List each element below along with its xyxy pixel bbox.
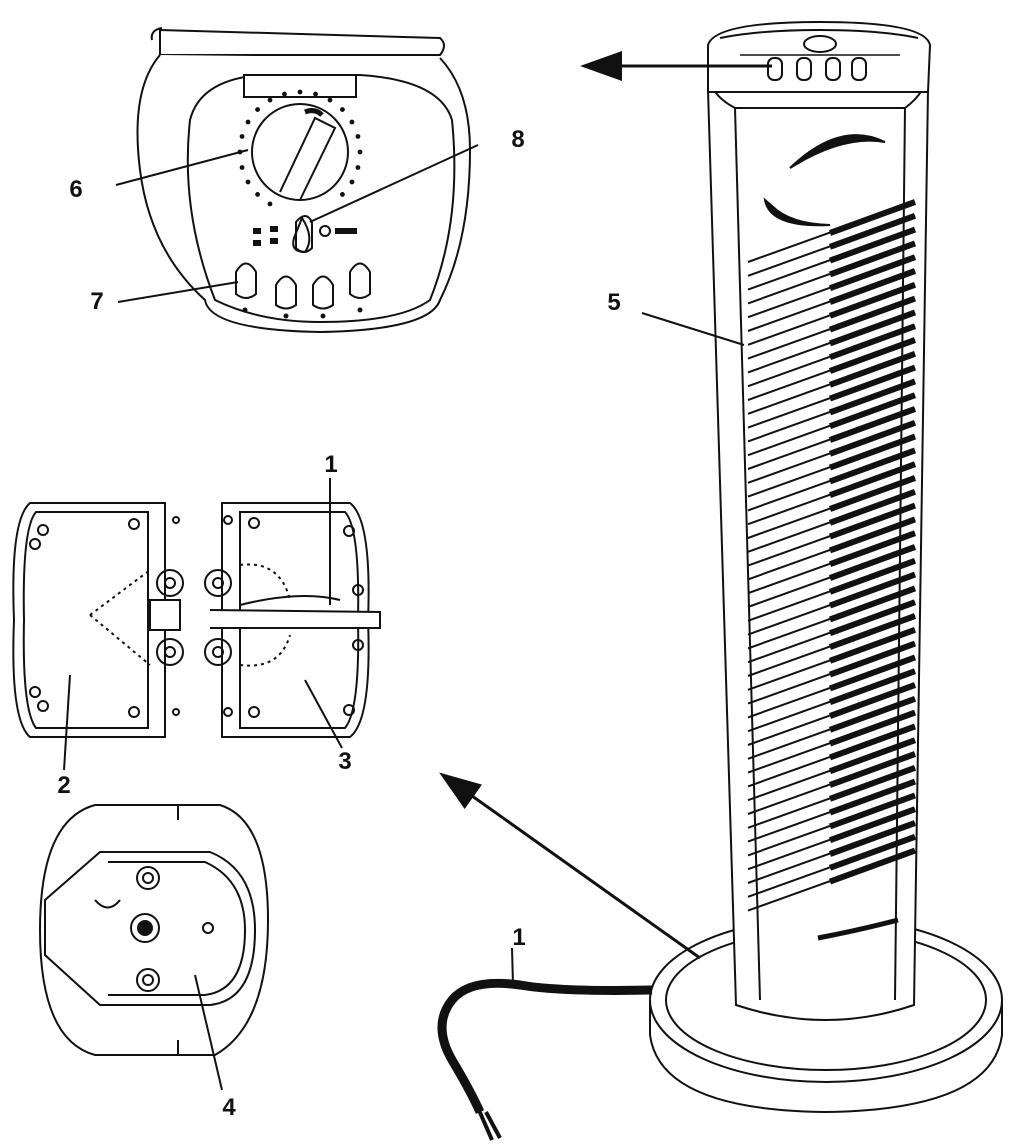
grille-slat-dark xyxy=(828,378,917,416)
grille-slat-dark xyxy=(828,240,917,278)
dial-tick xyxy=(349,179,355,185)
callout-8: 8 xyxy=(511,126,525,153)
dial-tick xyxy=(340,192,345,197)
grille-slat-dark xyxy=(828,447,917,485)
dial-tick xyxy=(239,165,245,170)
dial-tick xyxy=(349,119,355,125)
grille-slat-dark xyxy=(828,199,917,236)
callout-3: 3 xyxy=(338,748,352,775)
dial-tick xyxy=(355,134,361,139)
grille-slat-dark xyxy=(828,544,917,581)
base-right-half xyxy=(204,502,381,738)
grille-slat-dark xyxy=(828,502,917,540)
grille-slat-dark xyxy=(828,557,917,595)
callout-5: 5 xyxy=(607,289,621,316)
grille-slat-dark xyxy=(828,337,917,374)
dial-tick xyxy=(357,149,363,155)
grille-slat-dark xyxy=(828,778,917,816)
callout-1-cord: 1 xyxy=(512,924,526,951)
grille-slat-dark xyxy=(828,626,917,664)
dial-tick xyxy=(245,119,251,125)
grille-slat-dark xyxy=(828,419,917,457)
callout-1-base: 1 xyxy=(324,451,338,478)
grille-slat-dark xyxy=(828,281,917,319)
dial-tick xyxy=(327,97,333,103)
dial-tick xyxy=(297,89,303,95)
grille-slat-dark xyxy=(828,792,917,830)
grille-slat-dark xyxy=(828,254,917,292)
grille-slat-dark xyxy=(828,516,917,554)
grille-slat-dark xyxy=(828,364,917,402)
base-left-half xyxy=(12,502,184,738)
grille-slat-dark xyxy=(828,530,917,568)
grille-slat-dark xyxy=(828,806,917,844)
grille-slat-dark xyxy=(828,406,917,443)
control-panel-closeup xyxy=(136,27,472,334)
tower-grille xyxy=(747,199,917,912)
grille-slat-dark xyxy=(828,461,917,499)
dial-tick xyxy=(355,165,361,170)
grille-slat-dark xyxy=(828,737,917,775)
grille-slat-dark xyxy=(828,268,917,305)
grille-slat-dark xyxy=(828,709,917,747)
dial-tick xyxy=(267,201,273,207)
grille-slat-dark xyxy=(828,613,917,650)
base-assembly xyxy=(12,502,381,738)
grille-slat-dark xyxy=(828,350,917,388)
grille-slat-dark xyxy=(828,654,917,692)
grille-slat-dark xyxy=(828,433,917,471)
grille-slat-dark xyxy=(828,847,917,885)
grille-slat-dark xyxy=(828,723,917,761)
dial-tick xyxy=(282,91,287,97)
grille-slat-dark xyxy=(828,764,917,802)
dial-tick xyxy=(239,134,245,139)
dial-tick xyxy=(255,192,260,197)
tower-fan xyxy=(437,20,1003,1141)
grille-slat-dark xyxy=(828,323,917,361)
dial-tick xyxy=(267,97,273,103)
grille-slat-dark xyxy=(828,833,917,871)
dial-tick xyxy=(255,107,260,112)
grille-slat-dark xyxy=(828,309,917,347)
grille-slat-dark xyxy=(828,820,917,857)
leader-lines xyxy=(63,144,745,1091)
dial-tick xyxy=(313,91,318,97)
callout-4: 4 xyxy=(222,1094,236,1121)
grille-slat-dark xyxy=(828,668,917,706)
callout-2: 2 xyxy=(57,772,71,799)
grille-slat-dark xyxy=(828,212,917,250)
base-plate xyxy=(38,804,270,1056)
dial-tick xyxy=(340,107,345,112)
grille-slat-dark xyxy=(828,392,917,430)
power-cord xyxy=(437,978,653,1141)
grille-slat-dark xyxy=(828,488,917,526)
grille-slat-dark xyxy=(828,571,917,609)
grille-slat-dark xyxy=(828,599,917,637)
grille-slat-dark xyxy=(828,695,917,733)
grille-slat-dark xyxy=(828,295,917,333)
callout-7: 7 xyxy=(90,288,104,315)
grille-slat-dark xyxy=(828,682,917,719)
arrows xyxy=(439,51,772,960)
grille-slat-dark xyxy=(828,585,917,623)
grille-slat-dark xyxy=(828,751,917,788)
timer-dial xyxy=(237,89,363,207)
callout-6: 6 xyxy=(69,176,83,203)
dial-tick xyxy=(245,179,251,185)
grille-slat-dark xyxy=(828,640,917,678)
grille-slat-dark xyxy=(828,226,917,264)
grille-slat-dark xyxy=(828,475,917,512)
tower-top-cap xyxy=(707,20,932,93)
